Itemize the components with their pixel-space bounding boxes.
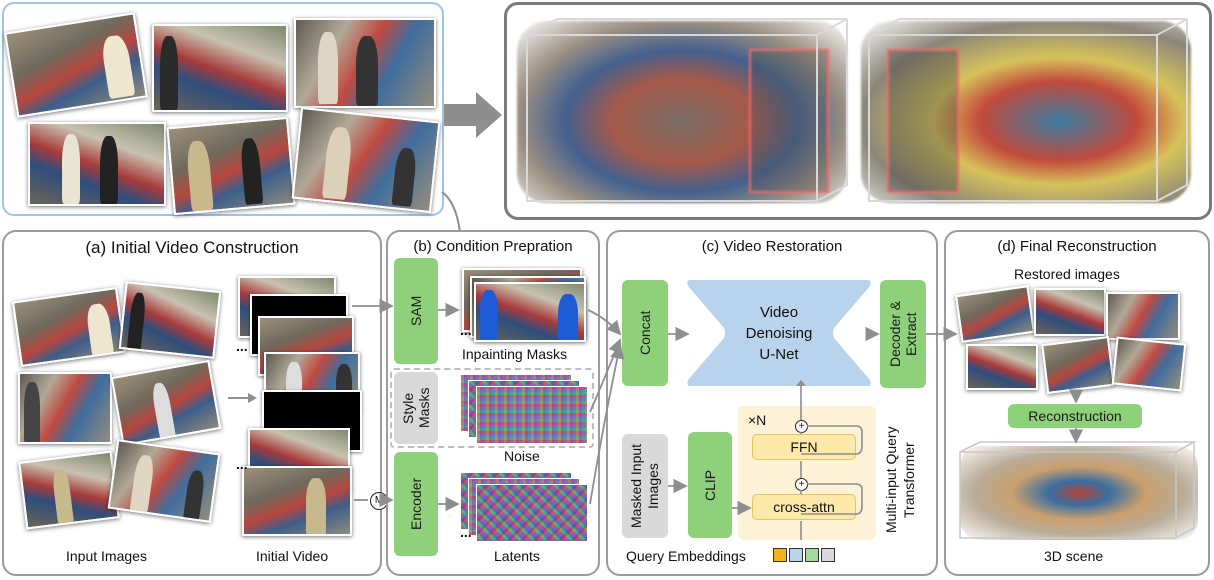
ellipsis-b2: ... bbox=[460, 524, 472, 540]
restored-image-2 bbox=[1034, 288, 1106, 336]
noise-caption: Noise bbox=[504, 448, 540, 464]
ffn-block: FFN bbox=[752, 434, 856, 460]
restored-image-3 bbox=[1106, 292, 1180, 340]
arrow-icon bbox=[228, 393, 257, 403]
top-photo-4 bbox=[28, 122, 166, 206]
cross-attn-block: cross-attn bbox=[752, 494, 856, 520]
transformer-connections bbox=[796, 380, 863, 540]
panel-d-title: (d) Final Reconstruction bbox=[997, 238, 1157, 255]
initial-video-caption: Initial Video bbox=[256, 548, 329, 564]
scene-3d-wireframe bbox=[959, 441, 1198, 539]
unet-block bbox=[687, 280, 871, 386]
unet-label-line2: Denoising bbox=[745, 325, 813, 342]
video-frame-5 bbox=[242, 466, 352, 536]
big-arrow-icon bbox=[444, 92, 502, 138]
mask-operator-label: M bbox=[374, 495, 384, 506]
scene-3d-render bbox=[960, 446, 1198, 540]
render-wireframes bbox=[526, 18, 1188, 202]
unet-label-line3: U-Net bbox=[759, 346, 799, 363]
top-photo-3 bbox=[294, 18, 436, 108]
ellipsis-b1: ... bbox=[460, 322, 472, 338]
ellipsis-a2: ... bbox=[236, 456, 248, 472]
reconstruction-block: Reconstruction bbox=[1008, 404, 1142, 428]
unet-label-line1: Video bbox=[759, 304, 799, 321]
latent-front bbox=[476, 484, 588, 542]
restored-image-4 bbox=[966, 344, 1038, 390]
mask-frame-front bbox=[474, 282, 586, 342]
style-mask-region bbox=[390, 368, 594, 448]
render-left-highlight bbox=[749, 49, 829, 193]
inpainting-masks-caption: Inpainting Masks bbox=[462, 346, 568, 362]
render-right-highlight bbox=[887, 49, 959, 193]
plus-top: + bbox=[798, 421, 805, 432]
unet-label: Video Denoising U-Net bbox=[684, 302, 874, 365]
panel-a-title: (a) Initial Video Construction bbox=[85, 238, 299, 257]
panel-b-title: (b) Condition Prepration bbox=[413, 238, 573, 255]
top-input-collage bbox=[2, 2, 444, 216]
ffn-label: FFN bbox=[790, 439, 818, 455]
input-images-caption: Input Images bbox=[66, 548, 147, 564]
scene-3d-caption: 3D scene bbox=[1044, 548, 1104, 564]
render-left bbox=[517, 21, 847, 203]
top-render-panel bbox=[504, 2, 1212, 220]
cross-attn-label: cross-attn bbox=[773, 499, 835, 515]
latents-caption: Latents bbox=[494, 548, 540, 564]
input-image-3 bbox=[18, 372, 112, 444]
query-token-icons bbox=[773, 548, 835, 562]
render-right bbox=[861, 21, 1191, 203]
plus-bottom: + bbox=[798, 479, 805, 490]
query-embeddings-caption: Query Embeddings bbox=[626, 548, 746, 564]
restored-images-caption: Restored images bbox=[1014, 266, 1120, 282]
ellipsis-a1: ... bbox=[236, 338, 248, 354]
connector-line bbox=[441, 191, 461, 233]
noise-front bbox=[476, 386, 588, 444]
panel-c-title: (c) Video Restoration bbox=[701, 238, 843, 255]
top-photo-2 bbox=[152, 24, 288, 112]
times-n-label: ×N bbox=[748, 412, 767, 428]
